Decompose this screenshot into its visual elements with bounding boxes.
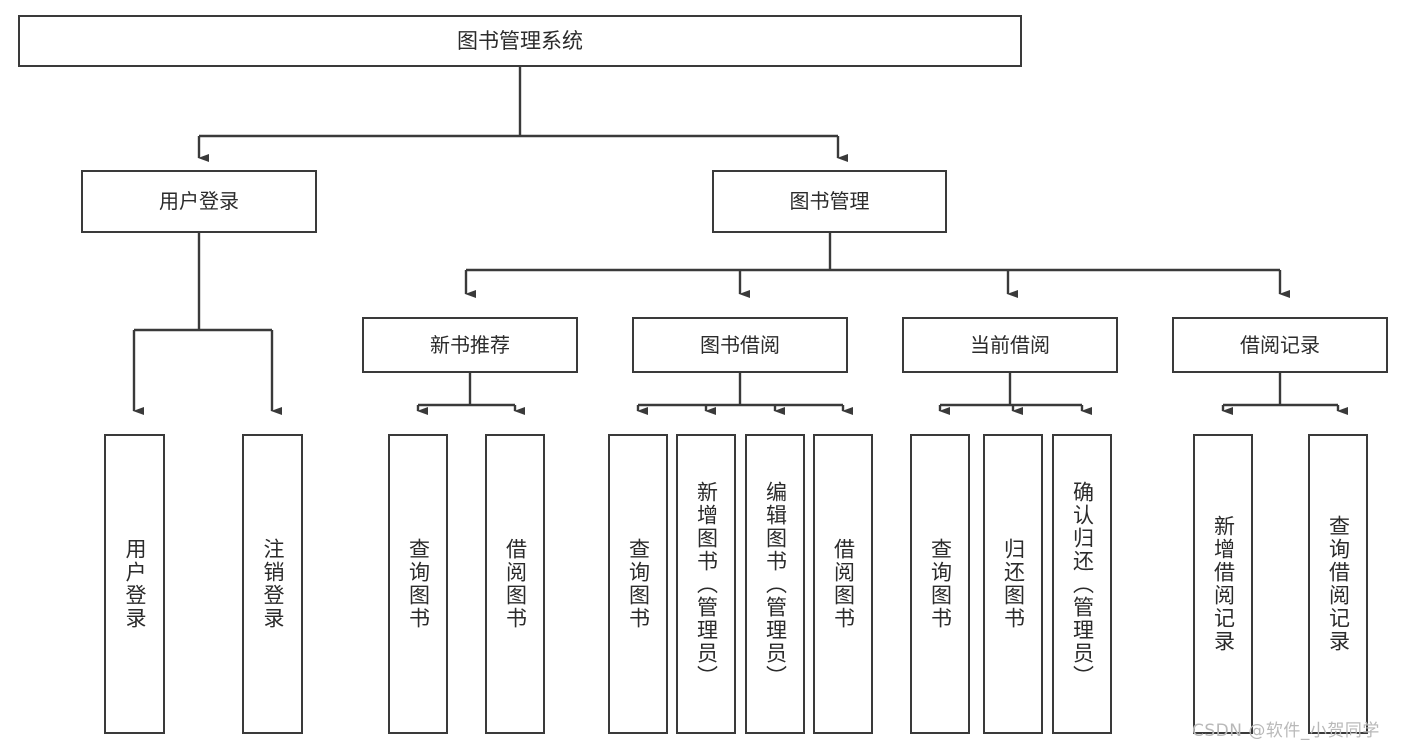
node-leaf-add-record[interactable]: 新增借阅记录 xyxy=(1193,434,1253,734)
node-leaf-borrow-book-2[interactable]: 借阅图书 xyxy=(813,434,873,734)
node-leaf-borrow-book-1[interactable]: 借阅图书 xyxy=(485,434,545,734)
node-leaf-query-record[interactable]: 查询借阅记录 xyxy=(1308,434,1368,734)
node-root-label: 图书管理系统 xyxy=(457,28,583,53)
node-book-manage-label: 图书管理 xyxy=(789,189,870,213)
node-leaf-query-book-3-label: 查询图书 xyxy=(928,538,953,630)
node-leaf-return-book-label: 归还图书 xyxy=(1001,538,1026,630)
node-leaf-user-login-label: 用户登录 xyxy=(123,538,147,630)
node-leaf-query-record-label: 查询借阅记录 xyxy=(1326,515,1351,653)
node-book-borrow[interactable]: 图书借阅 xyxy=(632,317,848,373)
node-book-manage[interactable]: 图书管理 xyxy=(712,170,947,233)
node-user-login-label: 用户登录 xyxy=(159,189,239,213)
node-new-book-rec[interactable]: 新书推荐 xyxy=(362,317,578,373)
node-leaf-query-book-2[interactable]: 查询图书 xyxy=(608,434,668,734)
node-borrow-record[interactable]: 借阅记录 xyxy=(1172,317,1388,373)
csdn-watermark: CSDN @软件_小贺同学 xyxy=(1192,721,1380,741)
node-leaf-add-book[interactable]: 新增图书（管理员） xyxy=(676,434,736,734)
node-borrow-record-label: 借阅记录 xyxy=(1240,332,1320,357)
node-leaf-confirm-return[interactable]: 确认归还（管理员） xyxy=(1052,434,1112,734)
node-new-book-rec-label: 新书推荐 xyxy=(430,332,510,357)
node-leaf-query-book-1[interactable]: 查询图书 xyxy=(388,434,448,734)
node-leaf-return-book[interactable]: 归还图书 xyxy=(983,434,1043,734)
node-root[interactable]: 图书管理系统 xyxy=(18,15,1022,67)
node-current-borrow[interactable]: 当前借阅 xyxy=(902,317,1118,373)
node-leaf-edit-book-label: 编辑图书（管理员） xyxy=(763,480,788,688)
node-current-borrow-label: 当前借阅 xyxy=(970,332,1050,357)
node-leaf-confirm-return-label: 确认归还（管理员） xyxy=(1070,480,1095,688)
node-user-login[interactable]: 用户登录 xyxy=(81,170,317,233)
node-book-borrow-label: 图书借阅 xyxy=(700,332,780,357)
node-leaf-user-logout-label: 注销登录 xyxy=(261,538,285,630)
node-leaf-query-book-3[interactable]: 查询图书 xyxy=(910,434,970,734)
node-leaf-add-record-label: 新增借阅记录 xyxy=(1211,515,1236,653)
node-leaf-user-login[interactable]: 用户登录 xyxy=(104,434,165,734)
node-leaf-query-book-2-label: 查询图书 xyxy=(626,538,651,630)
node-leaf-query-book-1-label: 查询图书 xyxy=(406,538,431,630)
node-leaf-borrow-book-2-label: 借阅图书 xyxy=(831,538,856,630)
node-leaf-user-logout[interactable]: 注销登录 xyxy=(242,434,303,734)
node-leaf-add-book-label: 新增图书（管理员） xyxy=(694,480,719,688)
node-leaf-edit-book[interactable]: 编辑图书（管理员） xyxy=(745,434,805,734)
node-leaf-borrow-book-1-label: 借阅图书 xyxy=(503,538,528,630)
